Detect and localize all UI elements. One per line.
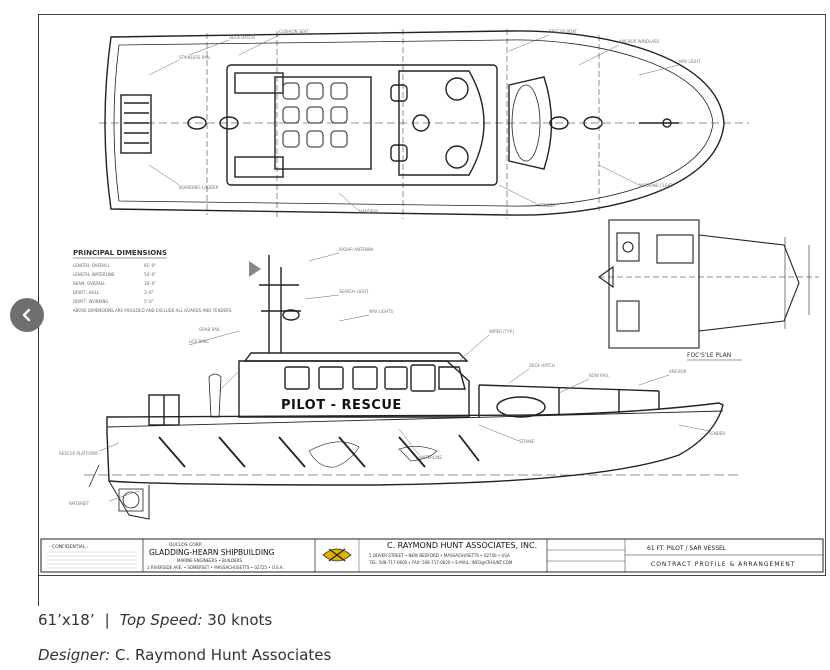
svg-text:18'-0": 18'-0"	[144, 281, 156, 286]
plan-annotations	[148, 34, 680, 212]
caption-designer: Designer: C. Raymond Hunt Associates	[38, 646, 331, 664]
top-speed-value: 30 knots	[207, 611, 273, 629]
svg-text:FENDER: FENDER	[709, 431, 725, 436]
chevron-left-icon	[22, 308, 31, 322]
svg-text:54'-0": 54'-0"	[144, 272, 156, 277]
svg-text:LENGTH, OVERALL: LENGTH, OVERALL	[73, 263, 111, 268]
designer-firm: C. RAYMOND HUNT ASSOCIATES, INC.	[387, 541, 537, 550]
hull-lettering: PILOT - RESCUE	[281, 398, 402, 413]
svg-text:NAV LIGHT: NAV LIGHT	[679, 59, 701, 64]
svg-text:WIPER (TYP.): WIPER (TYP.)	[489, 329, 515, 334]
focsle-plan-title: FOC'S'LE PLAN	[687, 352, 731, 359]
svg-text:STRAKE: STRAKE	[519, 439, 535, 444]
caption-size-speed: 61’x18’ | Top Speed: 30 knots	[38, 611, 272, 629]
gallery-prev-button[interactable]	[10, 298, 44, 332]
svg-text:HANDRAIL: HANDRAIL	[359, 209, 380, 214]
designer-value: C. Raymond Hunt Associates	[115, 646, 332, 664]
principal-dimensions-title: PRINCIPAL DIMENSIONS	[73, 249, 167, 257]
svg-text:CUSHION SEAT: CUSHION SEAT	[279, 29, 309, 34]
profile-annotations	[98, 252, 710, 502]
designer-contact: TEL: 508-717-0600 • FAX: 508-717-0620 • …	[368, 560, 513, 565]
builder-address: 1 RIVERSIDE AVE. • SOMERSET • MASSACHUSE…	[147, 565, 284, 570]
boat-drawing-image: STAINLESS RAIL DECK HATCH CUSHION SEAT RES…	[38, 14, 826, 576]
svg-text:NAV LIGHTS: NAV LIGHTS	[369, 309, 393, 314]
confidential-label: - CONFIDENTIAL -	[49, 544, 89, 550]
svg-text:ABOVE DIMENSIONS ARE MOULDED A: ABOVE DIMENSIONS ARE MOULDED AND EXCLUDE…	[73, 308, 232, 313]
svg-text:3'-6": 3'-6"	[144, 290, 154, 295]
focsle-plan	[598, 219, 819, 349]
svg-text:FENDER: FENDER	[539, 203, 555, 208]
svg-text:ANCHOR WINDLASS: ANCHOR WINDLASS	[619, 39, 660, 44]
svg-text:5'-0": 5'-0"	[144, 299, 154, 304]
svg-text:BOW RAIL: BOW RAIL	[589, 373, 610, 378]
svg-text:DECK HATCH: DECK HATCH	[229, 35, 255, 40]
plan-view	[99, 29, 749, 219]
svg-text:WATERLINE: WATERLINE	[419, 455, 442, 460]
caption-separator: |	[104, 611, 110, 629]
profile-view	[84, 255, 739, 520]
svg-text:RESCUE PLATFORM: RESCUE PLATFORM	[59, 451, 98, 456]
svg-text:LENGTH, WATERLINE: LENGTH, WATERLINE	[73, 272, 115, 277]
svg-text:RESCUE BOAT: RESCUE BOAT	[549, 29, 578, 34]
svg-text:BEAM, OVERALL: BEAM, OVERALL	[73, 281, 106, 286]
svg-text:SEARCH LIGHT: SEARCH LIGHT	[339, 289, 369, 294]
designer-label: Designer:	[38, 646, 111, 664]
svg-text:DRAFT, HULL: DRAFT, HULL	[73, 290, 100, 295]
builder-name: GLADDING-HEARN SHIPBUILDING	[149, 548, 275, 557]
boat-size: 61’x18’	[38, 611, 95, 629]
image-gallery: STAINLESS RAIL DECK HATCH CUSHION SEAT RES…	[38, 14, 826, 606]
builder-corp: DUCLOS CORP.	[169, 542, 202, 548]
svg-text:DRAFT, WORKING: DRAFT, WORKING	[73, 299, 108, 304]
svg-text:GRAB RAIL: GRAB RAIL	[199, 327, 221, 332]
principal-dimensions-list: LENGTH, OVERALL 61'-0" LENGTH, WATERLINE 5…	[73, 263, 232, 313]
svg-text:RADAR ANTENNA: RADAR ANTENNA	[339, 247, 374, 252]
title-block: - CONFIDENTIAL - DUCLOS CORP. GLADDING-H…	[40, 538, 824, 573]
top-speed-label: Top Speed:	[119, 611, 203, 629]
sheet-title: CONTRACT PROFILE & ARRANGEMENT	[651, 561, 795, 568]
svg-text:MOORING CLEAT: MOORING CLEAT	[639, 183, 673, 188]
builder-tagline: MARINE ENGINEERS • BUILDERS	[177, 558, 242, 563]
svg-text:LIFE RING: LIFE RING	[189, 339, 209, 344]
svg-text:DECK HATCH: DECK HATCH	[529, 363, 555, 368]
svg-text:WATERJET: WATERJET	[69, 501, 90, 506]
svg-text:ANCHOR: ANCHOR	[669, 369, 687, 374]
svg-text:STAINLESS RAIL: STAINLESS RAIL	[179, 55, 211, 60]
svg-text:61'-0": 61'-0"	[144, 263, 156, 268]
vessel-title: 61 FT. PILOT / SAR VESSEL	[647, 545, 727, 552]
designer-address: 5 DOVER STREET • NEW BEDFORD • MASSACHUS…	[369, 553, 510, 558]
boat-drawing-svg: STAINLESS RAIL DECK HATCH CUSHION SEAT RES…	[40, 29, 824, 573]
svg-text:BOARDING LADDER: BOARDING LADDER	[179, 185, 219, 190]
